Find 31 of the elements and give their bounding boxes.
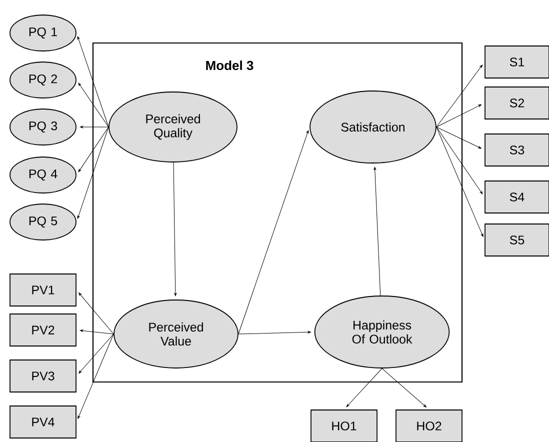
arrow [80,126,109,128]
arrow [78,126,109,172]
arrow [436,104,482,128]
arrow [173,162,177,296]
arrow [346,368,382,408]
arrow [78,292,114,334]
indicator-box: S1 [484,46,549,78]
indicator-box: PV3 [10,360,76,392]
indicator-box: S4 [484,180,549,214]
arrow [436,126,482,149]
arrow [238,130,309,334]
arrow [78,334,114,419]
arrow [382,368,426,408]
arrow [374,166,381,296]
indicator-box: S3 [484,134,549,166]
indicator-box: PV1 [10,274,76,306]
arrow [238,330,311,334]
arrow [77,126,109,219]
arrow [80,329,114,334]
indicator-box: S5 [484,224,549,256]
arrow [436,126,483,194]
arrow [77,36,109,128]
arrow [436,64,483,128]
indicator-box: HO1 [310,410,378,442]
arrow [78,334,114,374]
indicator-box: S2 [484,86,549,120]
arrow [436,126,484,237]
indicator-box: PV4 [10,406,76,438]
arrow [78,82,109,128]
indicator-box: HO2 [396,410,462,442]
indicator-box: PV2 [10,314,76,346]
